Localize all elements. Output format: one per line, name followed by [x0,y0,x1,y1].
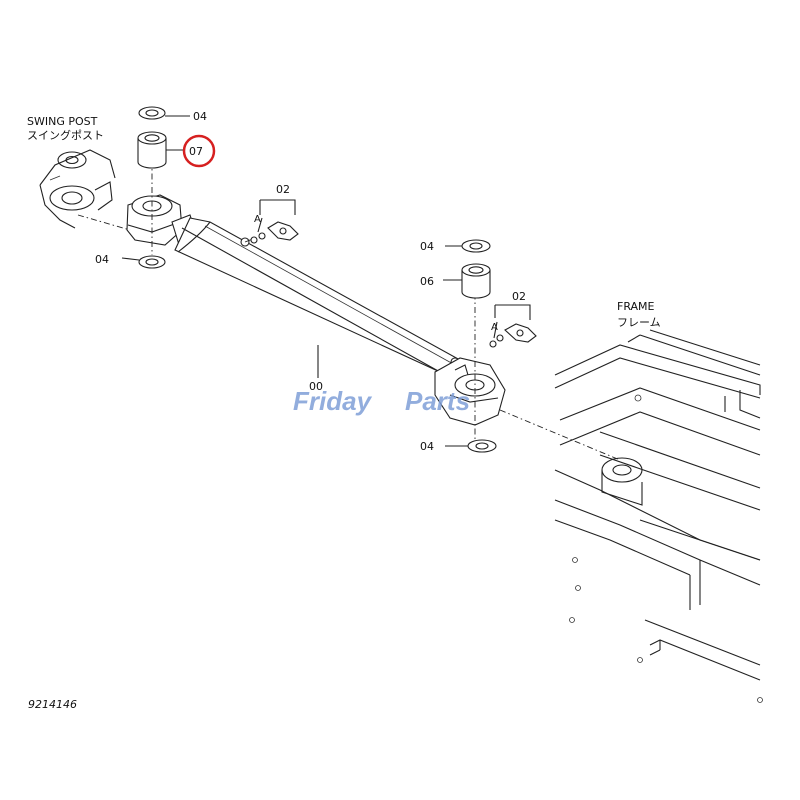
bushing-04-top [138,106,190,120]
document-number: 9214146 [28,698,77,711]
part-label-04-right-top: 04 [420,240,434,253]
grease-fitting-02-right [489,304,537,348]
frame-jp-label: フレーム [617,316,661,329]
part-label-04-left: 04 [95,253,109,266]
part-label-a-left: A [254,214,261,225]
bushing-07 [137,131,185,169]
watermark-logo: Friday Parts [293,386,470,416]
swing-post [39,149,116,229]
bushing-04-bottom [445,439,497,453]
frame-structure [554,329,763,703]
bushing-06 [443,263,491,299]
grease-fitting-02-left [250,199,299,244]
frame-label: FRAME [617,300,655,313]
part-label-07: 07 [189,145,203,158]
center-lines [77,160,621,461]
bushing-04-right-top [445,239,491,253]
part-label-a-right: A [491,322,498,333]
part-label-02-left: 02 [276,183,290,196]
bushing-04-left [121,255,166,269]
swing-cylinder [126,194,506,426]
watermark-text-friday: Friday [293,386,373,416]
part-label-04-bottom: 04 [420,440,434,453]
highlight-circle [182,134,216,168]
swing-post-label: SWING POST [27,115,98,128]
swing-post-jp-label: スイングポスト [27,128,104,142]
part-label-04-top: 04 [193,110,207,123]
watermark-text-parts: Parts [405,386,470,416]
part-label-00: 00 [309,380,323,393]
part-label-02-right: 02 [512,290,526,303]
part-label-06: 06 [420,275,434,288]
